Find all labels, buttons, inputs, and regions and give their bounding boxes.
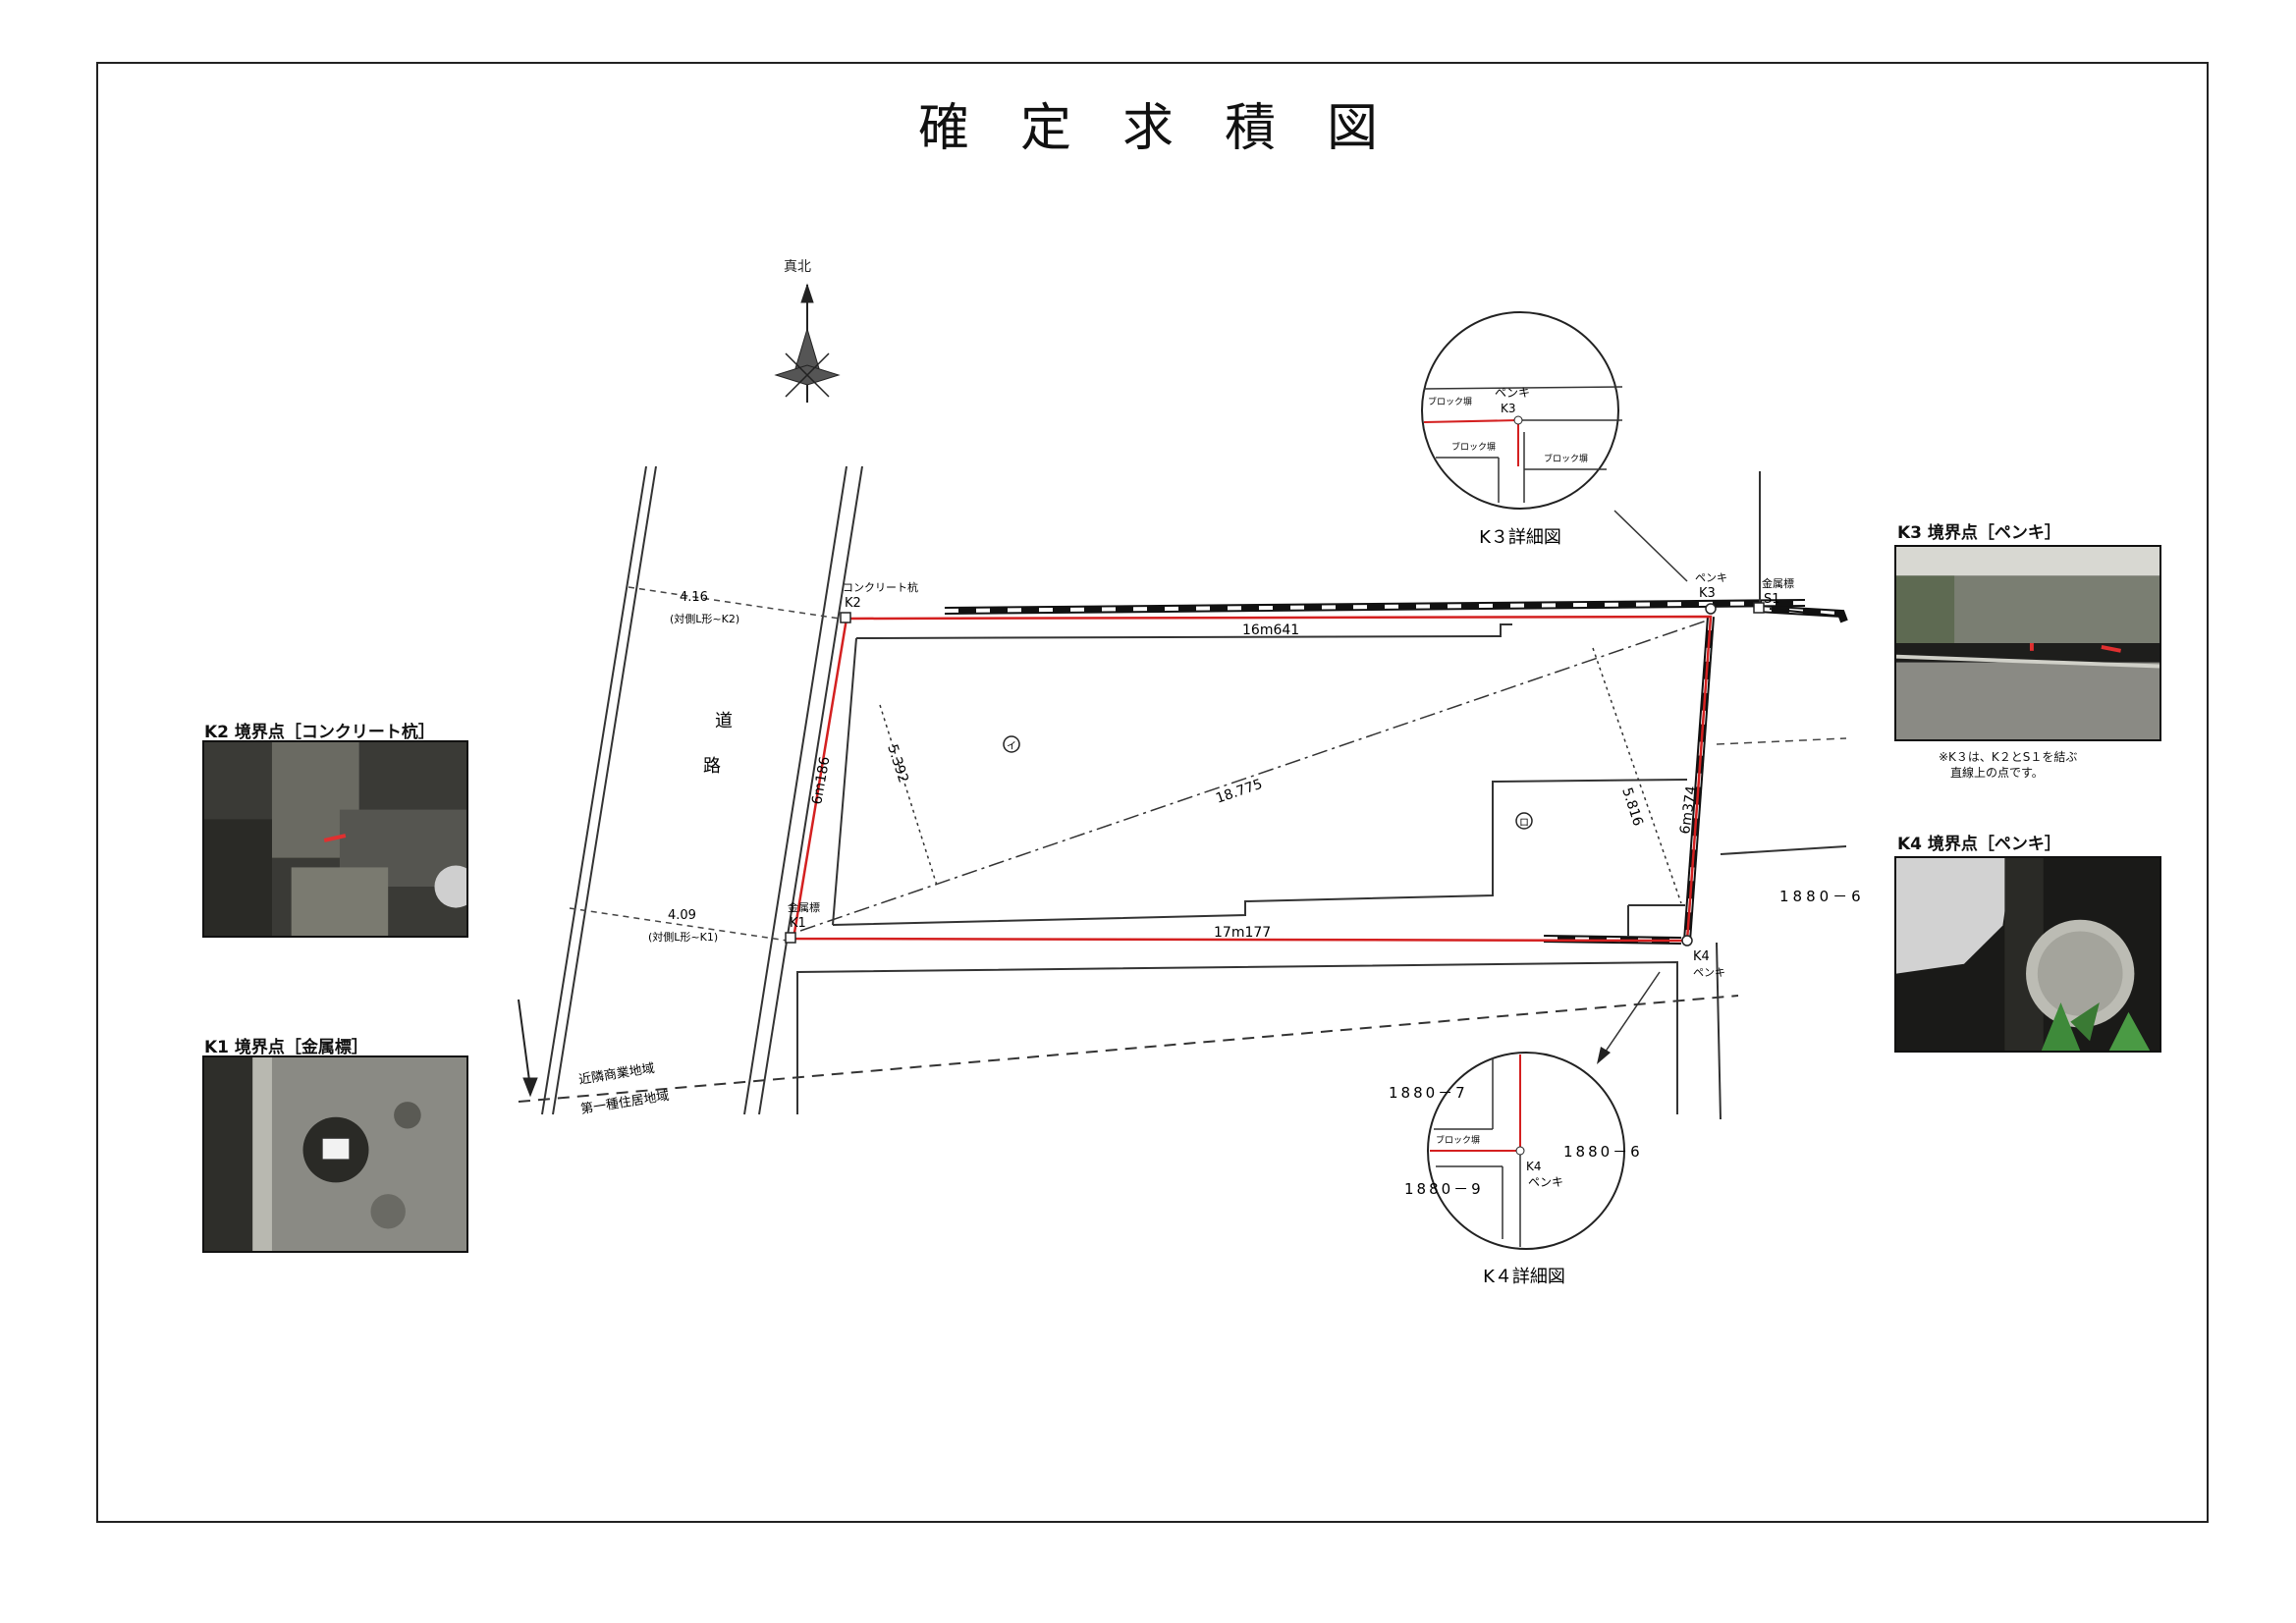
k1-marker — [785, 932, 796, 944]
dim-bottom-edge: 17m177 — [1214, 925, 1271, 941]
road-bottom-note: (対側L形~K1) — [648, 930, 718, 944]
k3-detail-caption: K３詳細図 — [1479, 527, 1561, 548]
k1-type-label: 金属標 — [788, 900, 820, 914]
k4-detail-lot6: 1880－6 — [1563, 1143, 1643, 1161]
road-edges — [541, 465, 863, 1115]
k4-detail-k4: K4 — [1526, 1160, 1542, 1173]
k4-detail-lot9: 1880－9 — [1404, 1180, 1484, 1198]
photo-k1-label: K1 境界点［金属標］ — [204, 1038, 368, 1057]
parcel-mark-ro-text: ロ — [1519, 818, 1529, 829]
road-top-note: (対側L形~K2) — [670, 612, 739, 625]
photo-k3-label: K3 境界点［ペンキ］ — [1897, 523, 2061, 543]
parcel-mark-i-text: イ — [1007, 741, 1016, 752]
k4-detail-block: ブロック塀 — [1436, 1134, 1480, 1146]
k3-detail-block1: ブロック塀 — [1428, 396, 1472, 407]
zone-arrow-icon — [518, 999, 538, 1098]
dim-right-edge: 6m374 — [1677, 784, 1700, 835]
k3-marker — [1705, 603, 1717, 615]
north-arrow-icon: 真北 — [774, 259, 841, 403]
k2-label: K2 — [845, 596, 861, 611]
k4-detail-caption: K４詳細図 — [1483, 1267, 1565, 1287]
s1-marker — [1753, 602, 1765, 614]
photo-k2 — [202, 740, 468, 938]
zone-upper-label: 近隣商業地域 — [577, 1060, 656, 1088]
dim-perp-left: 5.392 — [884, 742, 911, 784]
k4-marker — [1681, 935, 1693, 947]
k4-detail-paint: ペンキ — [1528, 1175, 1563, 1189]
k4-type-label: ペンキ — [1693, 966, 1725, 979]
k3-note-line2: 直線上の点です。 — [1950, 766, 2044, 780]
photo-k4 — [1894, 856, 2161, 1053]
parcel-mark-ro — [1515, 812, 1533, 830]
drawing-frame — [96, 62, 2209, 1523]
neighbor-line — [1716, 737, 1847, 745]
s1-label: S1 — [1764, 592, 1780, 607]
road-width-dims — [569, 586, 841, 942]
road-label-2: 路 — [703, 756, 721, 777]
k2-marker — [840, 612, 851, 623]
photo-k1 — [202, 1055, 468, 1253]
photo-k3 — [1894, 545, 2161, 741]
s1-type-label: 金属標 — [1762, 576, 1794, 590]
north-label: 真北 — [784, 259, 811, 275]
building-outlines — [832, 623, 1688, 937]
k3-detail-k3: K3 — [1501, 402, 1516, 415]
zone-boundary — [518, 995, 1739, 1103]
area-calc-lines — [799, 620, 1708, 932]
neighbor-outlines — [796, 471, 1847, 1120]
k3-detail-paint: ペンキ — [1495, 386, 1530, 400]
k3-note: ※K３は、K２とS１を結ぶ 直線上の点です。 — [1939, 749, 2077, 781]
k3-note-line1: ※K３は、K２とS１を結ぶ — [1939, 750, 2078, 764]
k3-label: K3 — [1699, 586, 1716, 601]
dim-left-edge: 6m186 — [809, 755, 833, 805]
dim-top-edge: 16m641 — [1242, 622, 1299, 638]
parcel-mark-i — [1003, 735, 1020, 753]
k2-type-label: コンクリート杭 — [843, 580, 918, 594]
road-top-width: 4.16 — [680, 590, 708, 605]
photo-k4-label: K4 境界点［ペンキ］ — [1897, 835, 2061, 854]
k3-detail: ペンキ K3 ブロック塀 ブロック塀 ブロック塀 K３詳細図 — [1421, 311, 1688, 582]
k4-detail-lot7: 1880－7 — [1389, 1084, 1468, 1102]
road-bottom-width: 4.09 — [668, 908, 696, 923]
k1-label: K1 — [790, 916, 806, 931]
k4-detail: 1880－7 1880－6 1880－9 ブロック塀 K4 ペンキ K４詳細図 — [1389, 971, 1661, 1287]
road-label-1: 道 — [715, 711, 733, 731]
neighbor-lot-label: 1880－6 — [1779, 888, 1865, 905]
k3-detail-block3: ブロック塀 — [1544, 453, 1588, 464]
drawing-title: 確定求積図 — [917, 99, 1429, 158]
boundary-walls — [944, 599, 1848, 945]
k3-type-label: ペンキ — [1695, 571, 1727, 584]
dim-perp-right: 5.816 — [1618, 785, 1646, 828]
photo-k2-label: K2 境界点［コンクリート杭］ — [204, 723, 435, 742]
k4-label: K4 — [1693, 949, 1710, 964]
k3-detail-block2: ブロック塀 — [1451, 441, 1496, 453]
